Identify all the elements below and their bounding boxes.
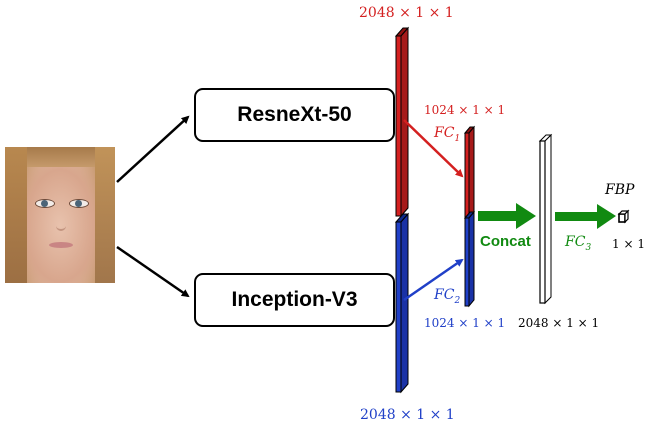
fc1-arrow	[403, 119, 464, 178]
fc2-dim-label: 1024 × 1 × 1	[424, 316, 506, 330]
fbp-label: FBP	[605, 182, 635, 198]
resnext-model-label: ResneXt-50	[237, 103, 352, 126]
top-feature-dim-label: 2048 × 1 × 1	[359, 5, 454, 21]
resnext-model-box: ResneXt-50	[194, 88, 395, 142]
fc3-label: FC3	[565, 234, 592, 253]
inception-feature-bar	[394, 212, 410, 394]
concat-label: Concat	[480, 233, 531, 250]
concat-dim-label: 2048 × 1 × 1	[518, 316, 600, 330]
input-face-image	[5, 147, 115, 283]
fc1-label: FC1	[434, 125, 461, 144]
bottom-feature-dim-label: 2048 × 1 × 1	[360, 407, 455, 423]
fbp-dim-label: 1 × 1	[612, 237, 645, 251]
concat-arrow	[478, 203, 536, 229]
concat-feature-bar	[538, 133, 553, 305]
inception-model-label: Inception-V3	[231, 288, 358, 311]
inception-model-box: Inception-V3	[194, 273, 395, 327]
fc1-dim-label: 1024 × 1 × 1	[424, 103, 506, 117]
fbp-output-cube	[617, 209, 630, 224]
fc3-arrow	[555, 204, 616, 229]
arrow-to-resnext	[116, 115, 190, 183]
fc2-label: FC2	[434, 287, 461, 306]
arrow-to-inception	[116, 245, 190, 298]
fc1-output-bar	[463, 125, 476, 220]
fc2-arrow	[403, 258, 464, 302]
fc2-output-bar	[463, 210, 476, 308]
